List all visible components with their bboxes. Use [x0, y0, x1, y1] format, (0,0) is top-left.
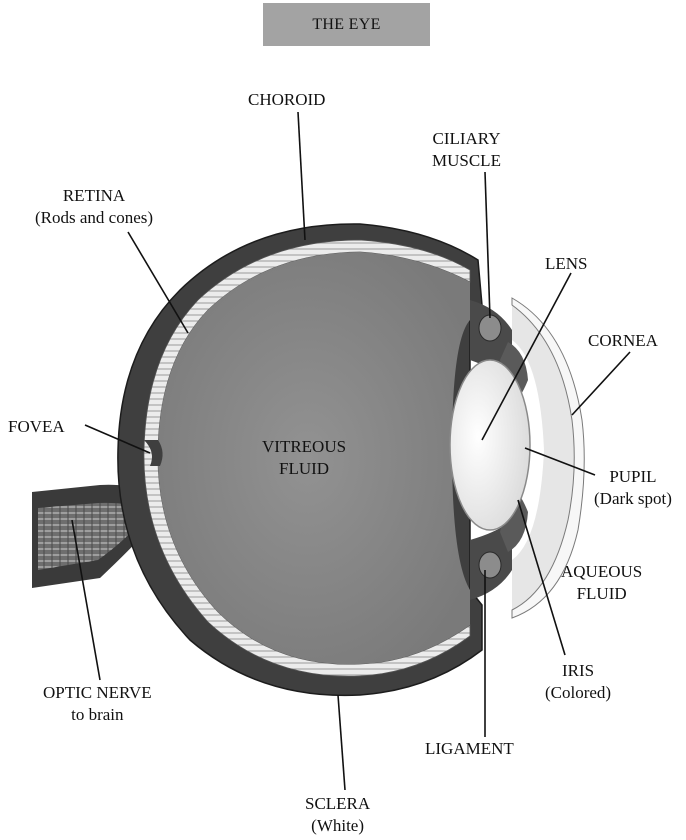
title-box: THE EYE [263, 3, 430, 46]
label-fovea: FOVEA [8, 416, 65, 438]
lens-shape [450, 360, 530, 530]
label-ciliary-muscle: CILIARY MUSCLE [432, 128, 501, 172]
label-optic-nerve: OPTIC NERVE to brain [43, 682, 152, 726]
label-lens: LENS [545, 253, 588, 275]
label-iris: IRIS (Colored) [545, 660, 611, 704]
leader-ciliary [485, 172, 490, 318]
label-retina: RETINA (Rods and cones) [35, 185, 153, 229]
leader-sclera [338, 695, 345, 790]
leader-cornea [572, 352, 630, 415]
leader-choroid [298, 112, 305, 240]
label-sclera: SCLERA (White) [305, 793, 370, 837]
label-cornea: CORNEA [588, 330, 658, 352]
label-aqueous-fluid: AQUEOUS FLUID [561, 561, 642, 605]
label-ligament: LIGAMENT [425, 738, 514, 760]
label-vitreous-fluid: VITREOUS FLUID [262, 436, 346, 480]
diagram-title: THE EYE [312, 16, 380, 34]
label-choroid: CHOROID [248, 89, 325, 111]
label-pupil: PUPIL (Dark spot) [594, 466, 672, 510]
